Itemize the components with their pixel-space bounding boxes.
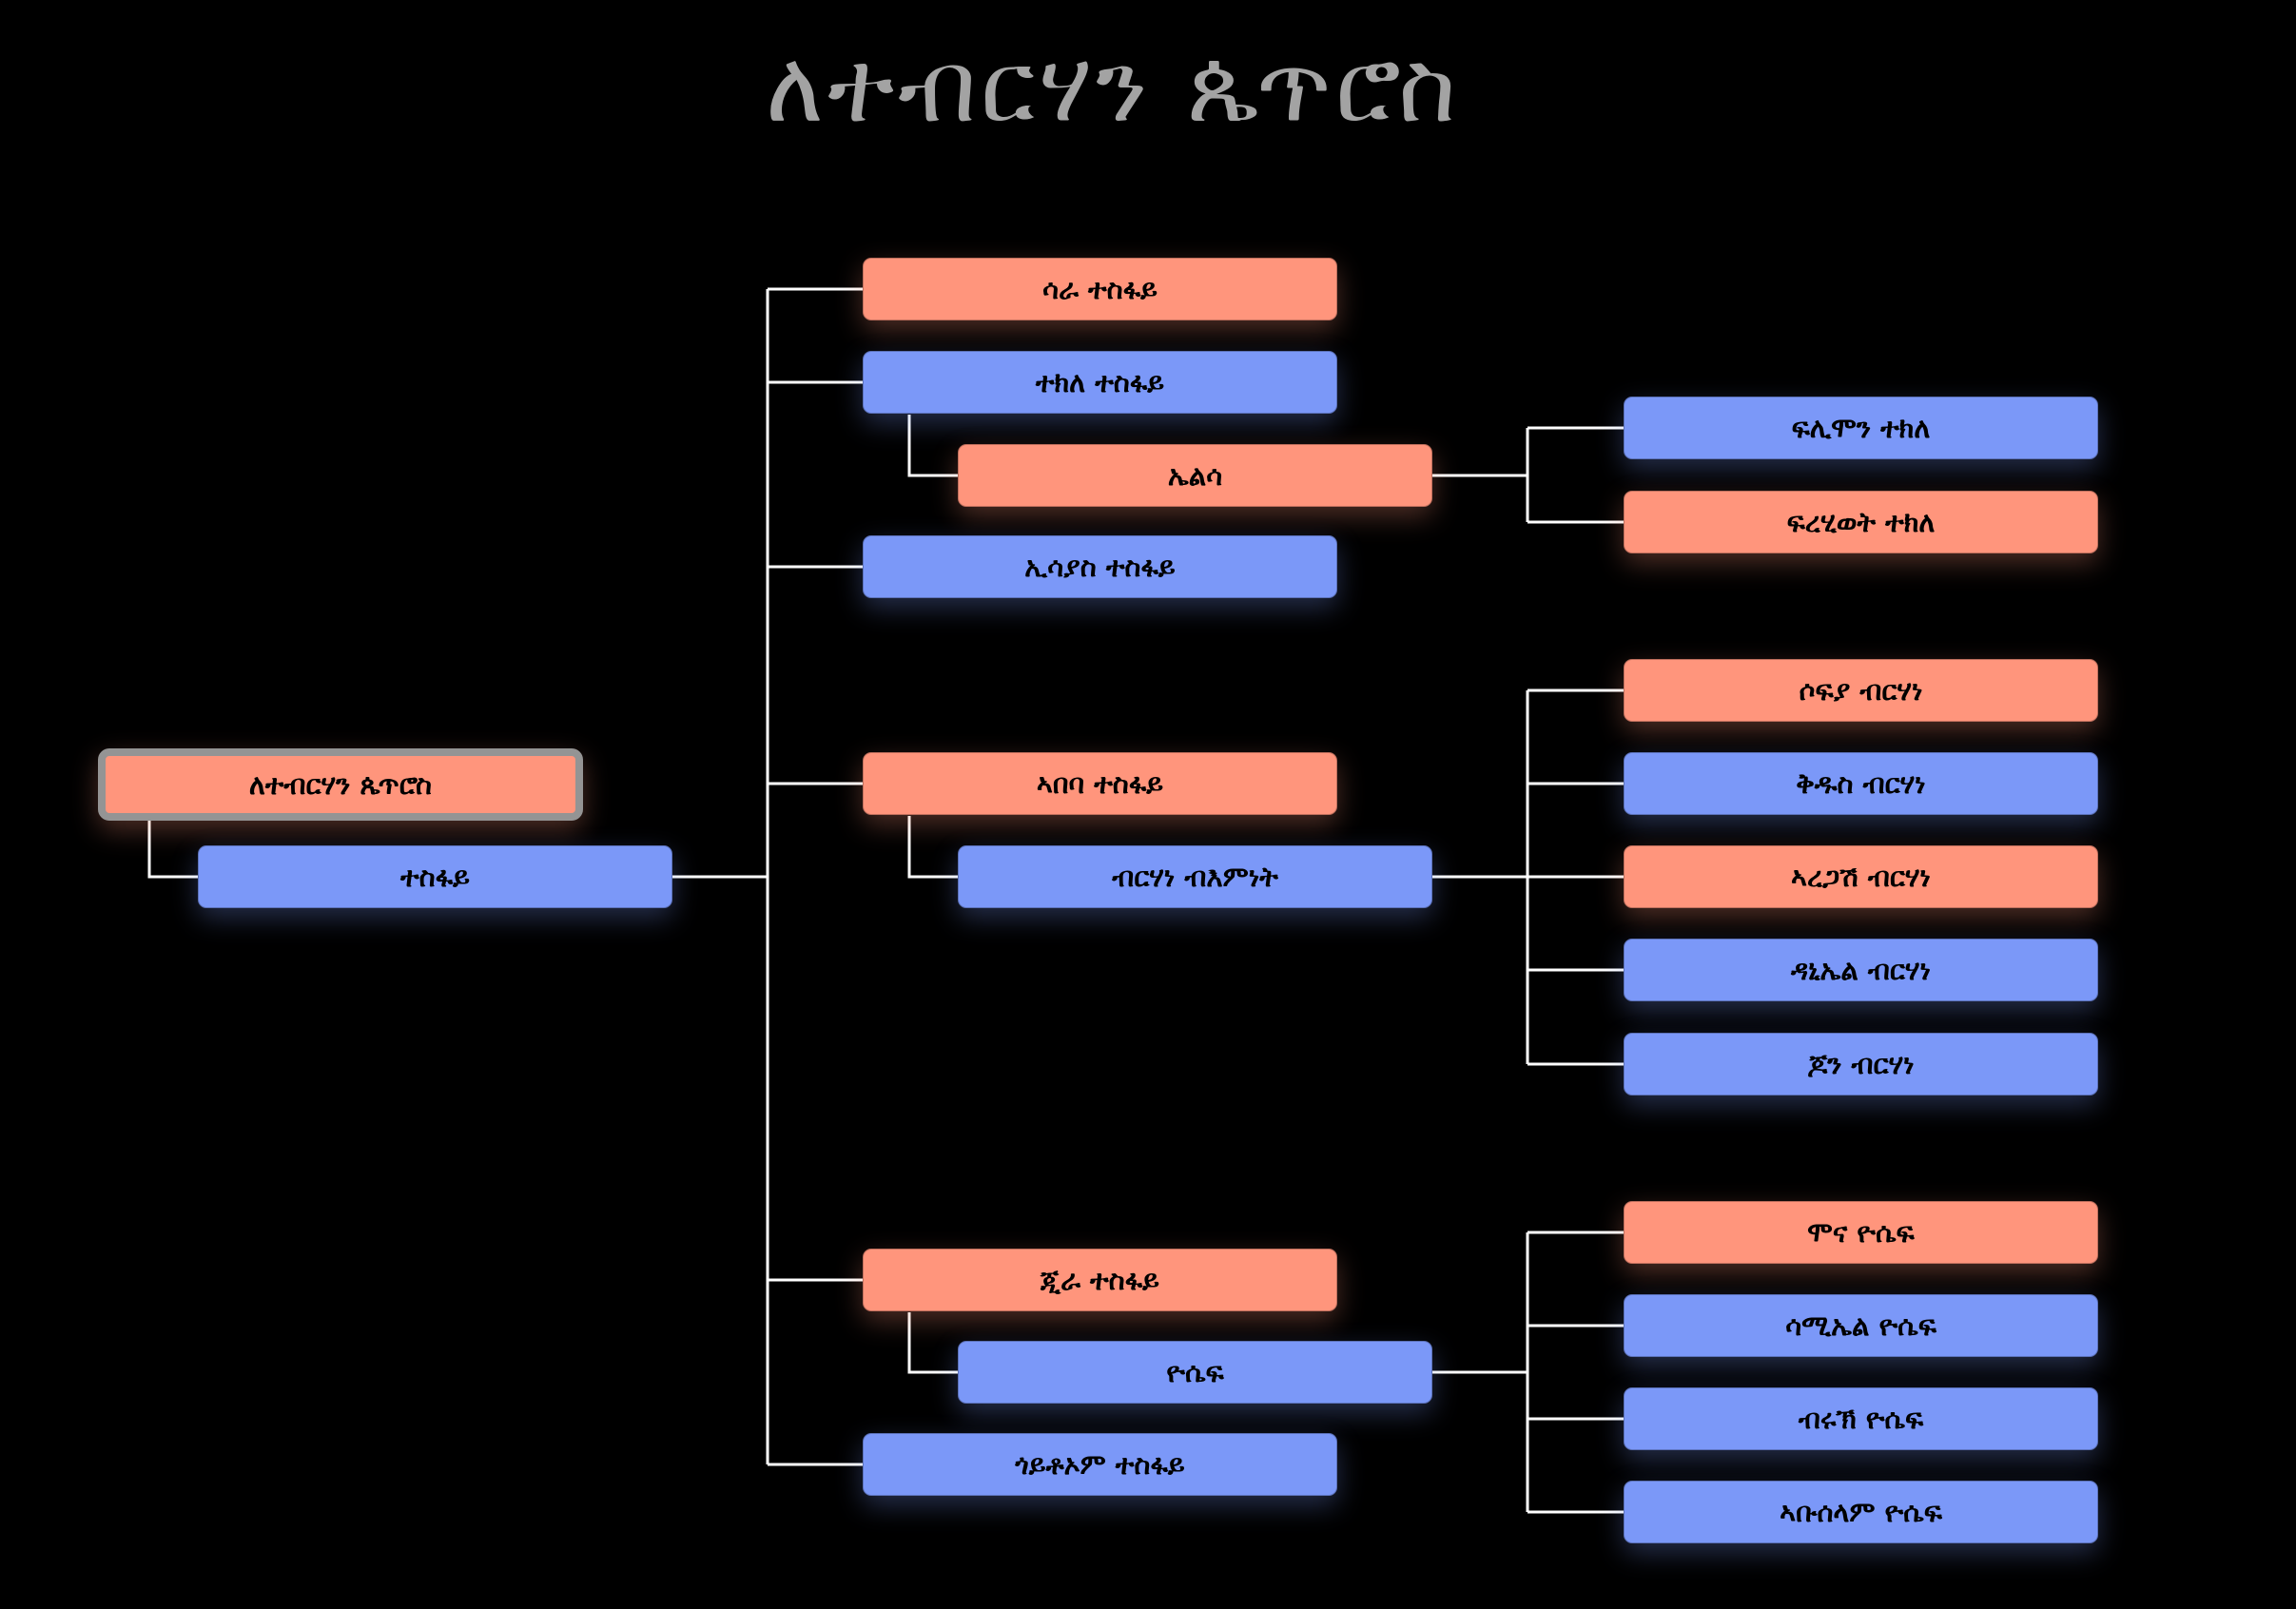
node-label: ተክለ ተስፋይ bbox=[1035, 365, 1165, 398]
node-label: ሶፍያ ብርሃነ bbox=[1799, 673, 1923, 707]
node-label: ፍሊሞን ተክለ bbox=[1791, 411, 1931, 444]
node-samiel[interactable]: ሳሚኤል ዮሴፍ bbox=[1624, 1294, 2098, 1357]
node-label: ሳሚኤል ዮሴፍ bbox=[1785, 1309, 1936, 1342]
node-label: ኤልሳ bbox=[1167, 458, 1223, 492]
node-label: ጂራ ተስፋይ bbox=[1041, 1263, 1159, 1296]
node-label: ሞና ዮሴፍ bbox=[1807, 1215, 1915, 1249]
node-jira[interactable]: ጂራ ተስፋይ bbox=[863, 1249, 1337, 1311]
node-label: ዳኒኤል ብርሃነ bbox=[1790, 953, 1931, 986]
link-jira-yosef bbox=[907, 1312, 958, 1374]
node-qidus[interactable]: ቅዱስ ብርሃነ bbox=[1624, 752, 2098, 815]
node-filmon[interactable]: ፍሊሞን ተክለ bbox=[1624, 397, 2098, 459]
node-tesfay[interactable]: ተስፋይ bbox=[198, 845, 672, 908]
link-root-tesfay bbox=[147, 820, 198, 879]
node-abeba[interactable]: ኣበባ ተስፋይ bbox=[863, 752, 1337, 815]
node-label: ለተብርሃን ጴጥሮስ bbox=[248, 767, 433, 801]
node-tekle[interactable]: ተክለ ተስፋይ bbox=[863, 351, 1337, 414]
node-biruk[interactable]: ብሩኽ ዮሴፍ bbox=[1624, 1387, 2098, 1450]
node-abuselam[interactable]: ኣቡሰላም ዮሴፍ bbox=[1624, 1481, 2098, 1543]
node-mona[interactable]: ሞና ዮሴፍ bbox=[1624, 1201, 2098, 1264]
node-root[interactable]: ለተብርሃን ጴጥሮስ bbox=[98, 748, 583, 821]
node-sara[interactable]: ሳራ ተስፋይ bbox=[863, 258, 1337, 320]
link-yosef-children bbox=[1432, 1231, 1624, 1514]
node-isayas[interactable]: ኢሳያስ ተስፋይ bbox=[863, 535, 1337, 598]
node-label: ኢሳያስ ተስፋይ bbox=[1024, 550, 1176, 583]
node-label: ኣበባ ተስፋይ bbox=[1036, 766, 1164, 800]
node-sofia[interactable]: ሶፍያ ብርሃነ bbox=[1624, 659, 2098, 722]
node-frehiwot[interactable]: ፍረሂወት ተክለ bbox=[1624, 491, 2098, 553]
node-birhane[interactable]: ብርሃነ ብእምነት bbox=[958, 845, 1432, 908]
node-label: ተስፋይ bbox=[400, 860, 470, 893]
link-abeba-birhane bbox=[907, 816, 958, 879]
link-birhane-children bbox=[1432, 688, 1624, 1066]
node-daniel[interactable]: ዳኒኤል ብርሃነ bbox=[1624, 939, 2098, 1001]
node-label: ጆን ብርሃነ bbox=[1807, 1047, 1915, 1080]
node-label: ዮሴፍ bbox=[1166, 1355, 1224, 1388]
node-label: ኣረጋሽ ብርሃነ bbox=[1791, 860, 1931, 893]
diagram-title: ለተብርሃን ጴጥሮስ bbox=[766, 29, 1460, 145]
node-label: ጎይቶኦም ተስፋይ bbox=[1015, 1447, 1185, 1481]
node-aregash[interactable]: ኣረጋሽ ብርሃነ bbox=[1624, 845, 2098, 908]
node-label: ብርሃነ ብእምነት bbox=[1112, 860, 1278, 893]
link-elsa-children bbox=[1432, 426, 1624, 524]
node-label: ቅዱስ ብርሃነ bbox=[1796, 766, 1926, 800]
link-tekle-elsa bbox=[907, 415, 958, 477]
node-goytom[interactable]: ጎይቶኦም ተስፋይ bbox=[863, 1433, 1337, 1496]
node-label: ሳራ ተስፋይ bbox=[1042, 272, 1158, 305]
node-elsa[interactable]: ኤልሳ bbox=[958, 444, 1432, 507]
node-yosef[interactable]: ዮሴፍ bbox=[958, 1341, 1432, 1404]
node-jon[interactable]: ጆን ብርሃነ bbox=[1624, 1033, 2098, 1095]
node-label: ኣቡሰላም ዮሴፍ bbox=[1780, 1495, 1942, 1528]
node-label: ብሩኽ ዮሴፍ bbox=[1798, 1402, 1924, 1435]
node-label: ፍረሂወት ተክለ bbox=[1786, 505, 1936, 538]
